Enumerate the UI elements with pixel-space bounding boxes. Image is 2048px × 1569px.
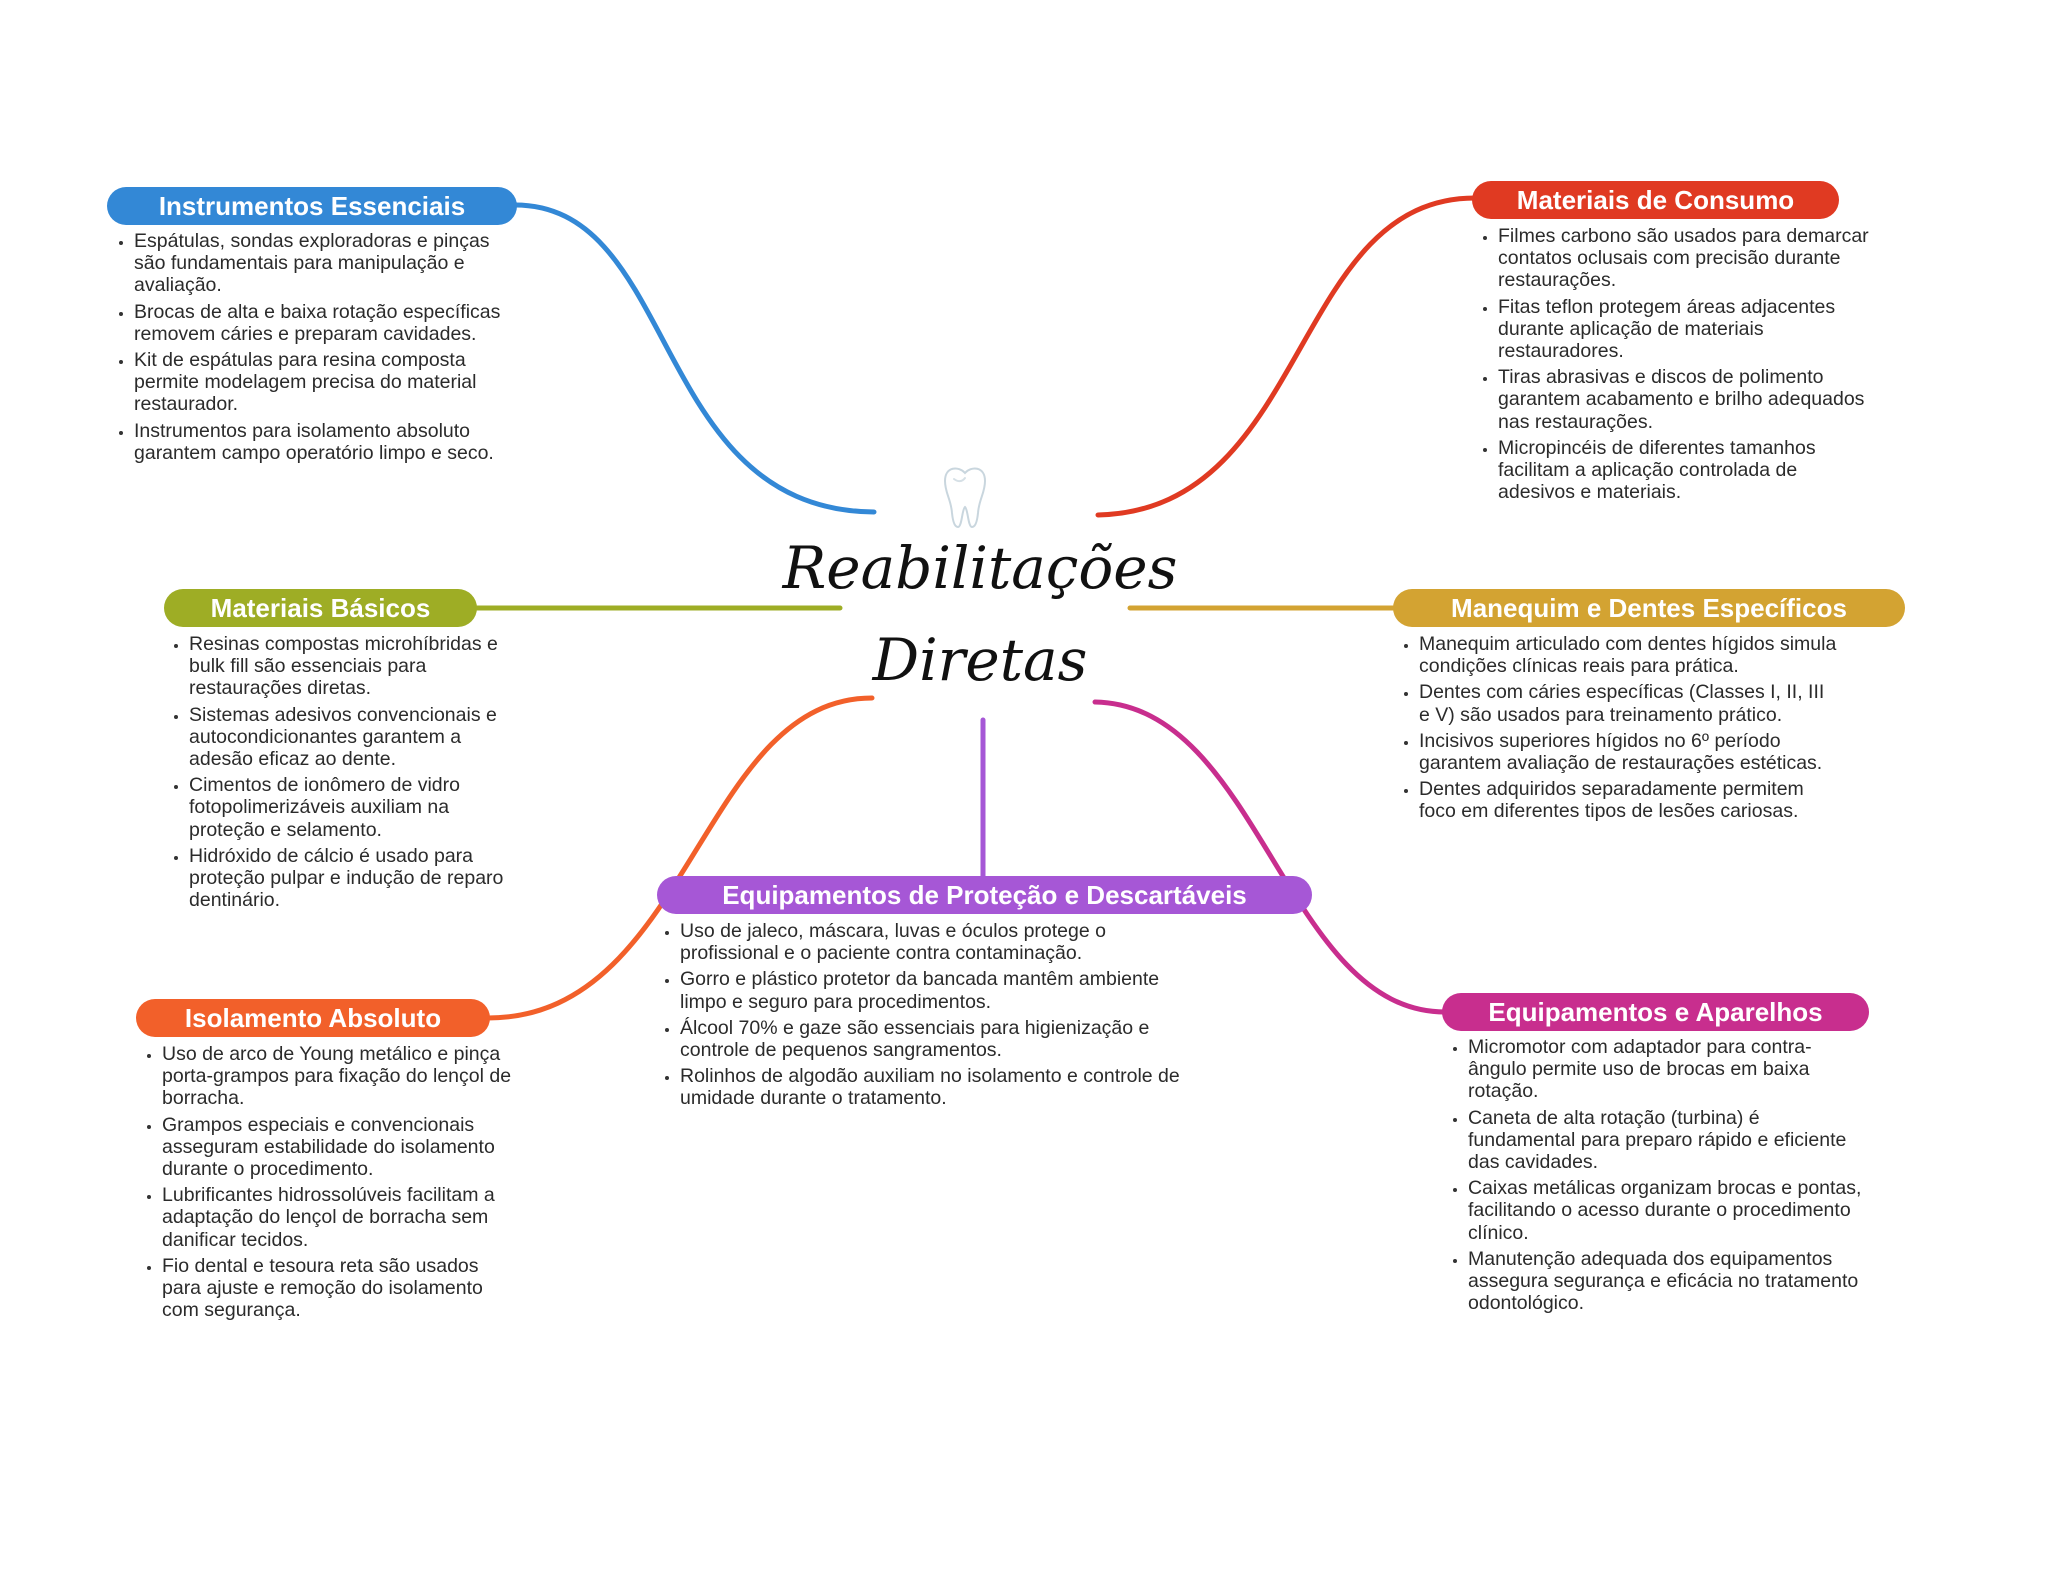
- list-item: Cimentos de ionômero de vidro fotopolime…: [189, 774, 524, 841]
- list-item: Micromotor com adaptador para contra-âng…: [1468, 1036, 1868, 1103]
- item-list-materiais-basicos: Resinas compostas microhíbridas e bulk f…: [165, 633, 524, 915]
- list-item: Uso de jaleco, máscara, luvas e óculos p…: [680, 920, 1180, 964]
- list-item: Sistemas adesivos convencionais e autoco…: [189, 704, 524, 771]
- list-item: Resinas compostas microhíbridas e bulk f…: [189, 633, 524, 700]
- list-item: Manutenção adequada dos equipamentos ass…: [1468, 1248, 1868, 1315]
- list-item: Dentes com cáries específicas (Classes I…: [1419, 681, 1839, 725]
- central-topic: Reabilitações Diretas: [780, 522, 1180, 706]
- list-item: Grampos especiais e convencionais assegu…: [162, 1114, 522, 1181]
- list-item: Brocas de alta e baixa rotação específic…: [134, 301, 514, 345]
- list-item: Filmes carbono são usados para demarcar …: [1498, 225, 1878, 292]
- list-item: Caneta de alta rotação (turbina) é funda…: [1468, 1107, 1868, 1174]
- item-list-equipamentos-protecao: Uso de jaleco, máscara, luvas e óculos p…: [656, 920, 1180, 1114]
- item-list-materiais-de-consumo: Filmes carbono são usados para demarcar …: [1474, 225, 1878, 507]
- item-list-instrumentos-essenciais: Espátulas, sondas exploradoras e pinças …: [110, 230, 514, 468]
- connector-equipamentos-aparelhos: [1092, 699, 1448, 1015]
- central-topic-line-2: Diretas: [872, 626, 1088, 694]
- item-list-manequim-dentes: Manequim articulado com dentes hígidos s…: [1395, 633, 1839, 827]
- list-item: Instrumentos para isolamento absoluto ga…: [134, 420, 514, 464]
- list-item: Incisivos superiores hígidos no 6º perío…: [1419, 730, 1839, 774]
- item-list-isolamento-absoluto: Uso de arco de Young metálico e pinça po…: [138, 1043, 522, 1325]
- list-item: Hidróxido de cálcio é usado para proteçã…: [189, 845, 524, 912]
- list-item: Uso de arco de Young metálico e pinça po…: [162, 1043, 522, 1110]
- list-item: Manequim articulado com dentes hígidos s…: [1419, 633, 1839, 677]
- list-item: Fio dental e tesoura reta são usados par…: [162, 1255, 522, 1322]
- list-item: Dentes adquiridos separadamente permitem…: [1419, 778, 1839, 822]
- list-item: Lubrificantes hidrossolúveis facilitam a…: [162, 1184, 522, 1251]
- list-item: Álcool 70% e gaze são essenciais para hi…: [680, 1017, 1180, 1061]
- list-item: Tiras abrasivas e discos de polimento ga…: [1498, 366, 1878, 433]
- list-item: Espátulas, sondas exploradoras e pinças …: [134, 230, 514, 297]
- branch-title-manequim-dentes: Manequim e Dentes Específicos: [1393, 589, 1905, 627]
- connector-materiais-de-consumo: [1095, 195, 1478, 518]
- branch-title-materiais-basicos: Materiais Básicos: [164, 589, 477, 627]
- branch-title-instrumentos-essenciais: Instrumentos Essenciais: [107, 187, 517, 225]
- branch-title-equipamentos-protecao: Equipamentos de Proteção e Descartáveis: [657, 876, 1312, 914]
- central-topic-line-1: Reabilitações: [782, 534, 1178, 602]
- branch-title-isolamento-absoluto: Isolamento Absoluto: [136, 999, 490, 1037]
- connector-instrumentos-essenciais: [512, 202, 877, 515]
- tooth-icon: [942, 463, 988, 534]
- connector-isolamento-absoluto: [485, 695, 875, 1021]
- branch-title-equipamentos-aparelhos: Equipamentos e Aparelhos: [1442, 993, 1869, 1031]
- list-item: Gorro e plástico protetor da bancada man…: [680, 968, 1180, 1012]
- list-item: Fitas teflon protegem áreas adjacentes d…: [1498, 296, 1878, 363]
- list-item: Kit de espátulas para resina composta pe…: [134, 349, 514, 416]
- list-item: Caixas metálicas organizam brocas e pont…: [1468, 1177, 1868, 1244]
- list-item: Rolinhos de algodão auxiliam no isolamen…: [680, 1065, 1180, 1109]
- list-item: Micropincéis de diferentes tamanhos faci…: [1498, 437, 1878, 504]
- item-list-equipamentos-aparelhos: Micromotor com adaptador para contra-âng…: [1444, 1036, 1868, 1318]
- branch-title-materiais-de-consumo: Materiais de Consumo: [1472, 181, 1839, 219]
